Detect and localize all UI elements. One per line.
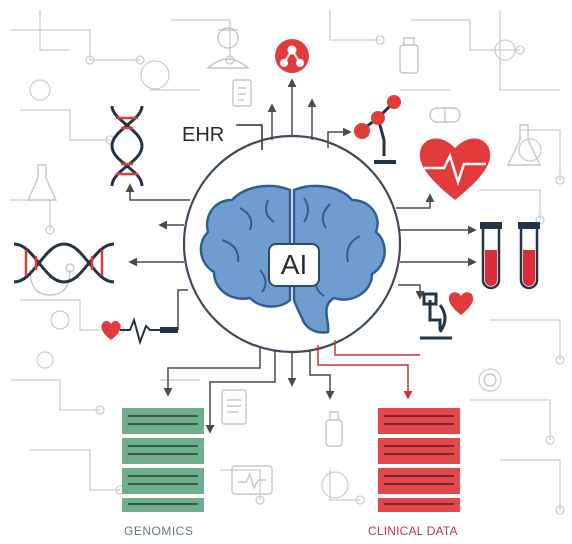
flask-icon — [26, 124, 542, 201]
ai-badge: AI — [268, 243, 320, 287]
doctor-icon — [206, 27, 250, 69]
tablet-icon — [232, 79, 252, 107]
molecule-icon — [354, 95, 401, 164]
clinical-arrows — [317, 340, 420, 400]
ehr-label: EHR — [182, 124, 225, 146]
bottle-icon — [325, 37, 419, 447]
pill-icon — [429, 107, 497, 387]
background-circuitry — [10, 10, 565, 515]
heart-ecg-icon — [419, 138, 491, 200]
heartbeat-icon — [101, 316, 178, 346]
monitor-icon — [221, 389, 273, 495]
clinical-database-icon — [378, 408, 460, 512]
dna-horizontal-icon — [13, 242, 115, 284]
network-node-icon — [275, 39, 309, 73]
ehr-connector — [236, 124, 263, 150]
dna-icon — [110, 105, 144, 187]
genomics-database-icon — [122, 408, 204, 512]
brain-icon — [199, 184, 386, 334]
genomics-label: GENOMICS — [124, 524, 194, 538]
clinical-data-label: CLINICAL DATA — [368, 524, 458, 538]
microscope-heart-icon — [420, 292, 474, 340]
test-tubes-icon — [480, 222, 540, 290]
